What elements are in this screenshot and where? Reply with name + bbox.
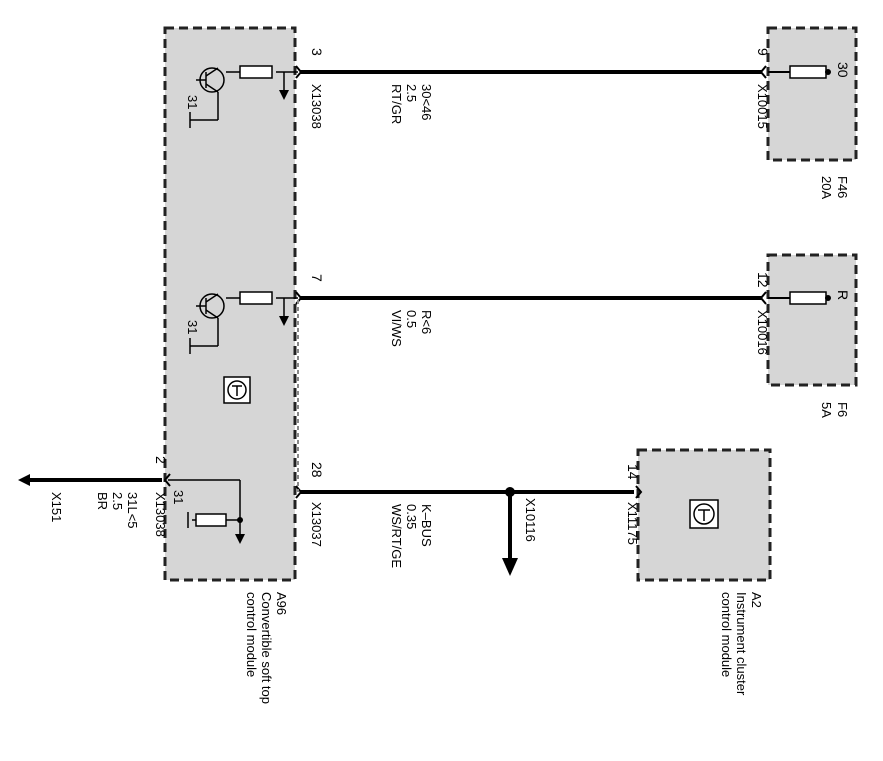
- w3-connector-left: X13037: [309, 502, 324, 547]
- w1-pin-right: 9: [755, 48, 771, 56]
- w1-pin-left: 3: [309, 48, 325, 56]
- a2-control-unit-icon: [689, 499, 719, 529]
- ground-color: BR: [95, 492, 110, 510]
- w3-gauge: 0.35: [404, 504, 419, 529]
- f46-terminal-label: 30: [835, 62, 851, 78]
- w1-signal: 30<46: [419, 84, 434, 121]
- f6-fuse-box: [766, 253, 858, 387]
- w3-pin-left: 28: [309, 462, 325, 478]
- f46-rating: 20A: [819, 176, 834, 199]
- a96-soft-top-module-box: [163, 26, 297, 582]
- a96-ground-label-bottom: 31: [171, 490, 186, 504]
- a96-ground-label-mid: 31: [185, 320, 200, 334]
- ground-connector: X13038: [153, 492, 168, 537]
- ground-point-arrow: [18, 474, 30, 486]
- w1-connector-left: X13038: [309, 84, 324, 129]
- w2-color: VI/WS: [389, 310, 404, 347]
- connector-chevron-pin3: [295, 65, 303, 79]
- w2-signal: R<6: [419, 310, 434, 334]
- fuse-f46-element: [789, 65, 827, 79]
- connector-chevron-pin28: [295, 485, 303, 499]
- a96-ground-arrow-1: [279, 90, 289, 100]
- w1-color: RT/GR: [389, 84, 404, 124]
- f6-rating: 5A: [819, 402, 834, 418]
- w1-gauge: 2.5: [404, 84, 419, 102]
- w3-signal: K–BUS: [419, 504, 434, 547]
- a96-name-line1: Convertible soft top: [259, 592, 274, 704]
- connector-chevron-pin2: [163, 473, 171, 487]
- w2-pin-left: 7: [309, 274, 325, 282]
- a96-ground-label-top: 31: [185, 95, 200, 109]
- f46-id: F46: [835, 176, 850, 198]
- a2-id: A2: [749, 592, 764, 608]
- w1-connector-right: X10015: [755, 84, 770, 129]
- k-bus-branch-arrow: [502, 558, 518, 576]
- w2-gauge: 0.5: [404, 310, 419, 328]
- fuse-f6-element: [789, 291, 827, 305]
- a96-name-line2: control module: [244, 592, 259, 677]
- a96-id: A96: [274, 592, 289, 615]
- a96-ground-circuit: [168, 479, 241, 536]
- f46-fuse-box: [766, 26, 858, 162]
- a96-driver-circuit-2: [189, 291, 298, 354]
- a96-ground-arrow-2: [279, 316, 289, 326]
- ground-point-label: X151: [49, 492, 64, 522]
- connector-chevron-pin14: [635, 485, 643, 499]
- w3-pin-right: 14: [625, 464, 641, 480]
- connector-chevron-pin12: [759, 291, 767, 305]
- a96-ground-arrow-3: [235, 534, 245, 544]
- w2-connector-right: X10016: [755, 310, 770, 355]
- w3-splice-label: X10116: [523, 498, 538, 542]
- a96-ground-junction-dot: [237, 517, 243, 523]
- fuse-f46-terminal-dot: [825, 69, 831, 75]
- fuse-f6-terminal-dot: [825, 295, 831, 301]
- f6-terminal-label: R: [835, 290, 851, 300]
- w3-connector-right: X11175: [625, 502, 640, 545]
- f6-id: F6: [835, 402, 850, 417]
- a96-driver-circuit-1: [189, 65, 298, 128]
- a2-name-line2: control module: [719, 592, 734, 677]
- w2-pin-right: 12: [755, 272, 771, 288]
- ground-pin: 2: [153, 456, 169, 464]
- ground-gauge: 2.5: [110, 492, 125, 510]
- a2-name-line1: Instrument cluster: [734, 592, 749, 696]
- connector-chevron-pin9: [759, 65, 767, 79]
- w3-color: WS/RT/GE: [389, 504, 404, 568]
- ground-signal: 31L<5: [125, 492, 140, 529]
- a96-control-unit-icon: [223, 376, 251, 404]
